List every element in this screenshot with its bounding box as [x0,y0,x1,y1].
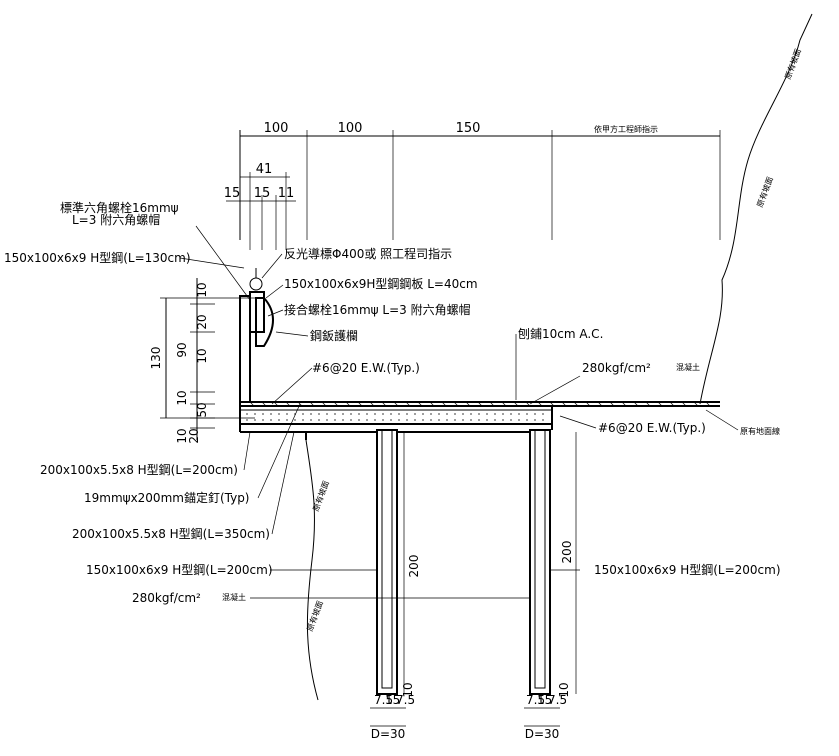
label-anchor: 19mmψx200mm錨定釘(Typ) [84,490,250,505]
guardrail-post [239,268,274,403]
dim-top-note: 依甲方工程師指示 [594,124,658,134]
label-ground: 原有地面線 [740,426,780,436]
dim-sub-15a: 15 [224,186,241,201]
label-concrete-bot: 280kgf/cm² [132,591,201,605]
dim-lb-75a: 7.5 [374,693,393,707]
dim-rb-10: 10 [557,682,571,697]
slope-note-1: 原有坡面 [782,47,802,80]
slope-note-2: 原有坡面 [754,175,774,208]
dim-top-2: 100 [338,121,363,136]
label-bolt-top-b: L=3 附六角螺帽 [72,212,160,227]
dim-top-1: 100 [264,121,289,136]
pile-dimensions: 200 200 7.5 15 7.5 10 D=30 7.5 15 7.5 10… [370,432,577,741]
right-pile [529,429,551,695]
dim-lb-10: 10 [401,682,415,697]
dim-left-20b: 20 [187,428,201,443]
dim-sub-11: 11 [278,186,295,201]
dim-pile-left: 200 [407,555,421,578]
label-rebar-bot: #6@20 E.W.(Typ.) [598,421,706,435]
sub-dimension-chain: 41 15 15 11 [224,162,296,250]
leader-lines [179,225,739,599]
label-h-pile-left: 150x100x6x9 H型鋼(L=200cm) [86,563,273,577]
dim-rb-75b: 7.5 [548,693,567,707]
dim-left-10d: 10 [175,428,189,443]
dim-lb-15: 15 [385,693,400,707]
dim-rb-75a: 7.5 [526,693,545,707]
slope-lines: 原有坡面 原有坡面 原有坡面 原有坡面 [304,13,813,701]
dim-left-130: 130 [149,347,163,370]
label-concrete-top: 280kgf/cm² [582,361,651,375]
left-pile [305,429,530,695]
dim-sub-41: 41 [256,162,273,177]
dim-lb-75b: 7.5 [396,693,415,707]
dim-top-3: 150 [456,121,481,136]
dim-left-10a: 10 [195,282,209,297]
dim-left-90: 90 [175,342,189,357]
dim-left-20a: 20 [195,314,209,329]
dim-rb-d30: D=30 [525,727,560,741]
label-bolt-mid: 接合螺栓16mmψ L=3 附六角螺帽 [284,302,471,317]
label-concrete-bot-suffix: 混凝土 [222,592,246,602]
label-h-pile-right: 150x100x6x9 H型鋼(L=200cm) [594,563,781,577]
dim-rb-15: 15 [537,693,552,707]
dim-left-10b: 10 [195,348,209,363]
label-h-beam-b: 200x100x5.5x8 H型鋼(L=350cm) [72,527,270,541]
label-reflector: 反光導標Φ400或 照工程司指示 [284,246,452,261]
label-guardrail: 鋼鈑護欄 [310,328,358,343]
label-concrete-top-suffix: 混凝土 [676,362,700,372]
label-h-post: 150x100x6x9 H型鋼(L=130cm) [4,251,191,265]
label-rebar-top: #6@20 E.W.(Typ.) [312,361,420,375]
top-dimension-chain: 100 100 150 依甲方工程師指示 [239,121,721,240]
annotations: 標準六角螺栓16mmψ L=3 附六角螺帽 150x100x6x9 H型鋼(L=… [4,200,781,605]
dim-left-50: 50 [195,402,209,417]
dim-left-10c: 10 [175,390,189,405]
dim-lb-d30: D=30 [371,727,406,741]
dim-sub-15b: 15 [254,186,271,201]
label-h-beam-a: 200x100x5.5x8 H型鋼(L=200cm) [40,463,238,477]
label-ac: 刨鋪10cm A.C. [518,326,603,341]
label-h-bracket: 150x100x6x9H型鋼鋼板 L=40cm [284,277,478,291]
label-bolt-top-a: 標準六角螺栓16mmψ [60,200,179,215]
dim-pile-right: 200 [560,541,574,564]
